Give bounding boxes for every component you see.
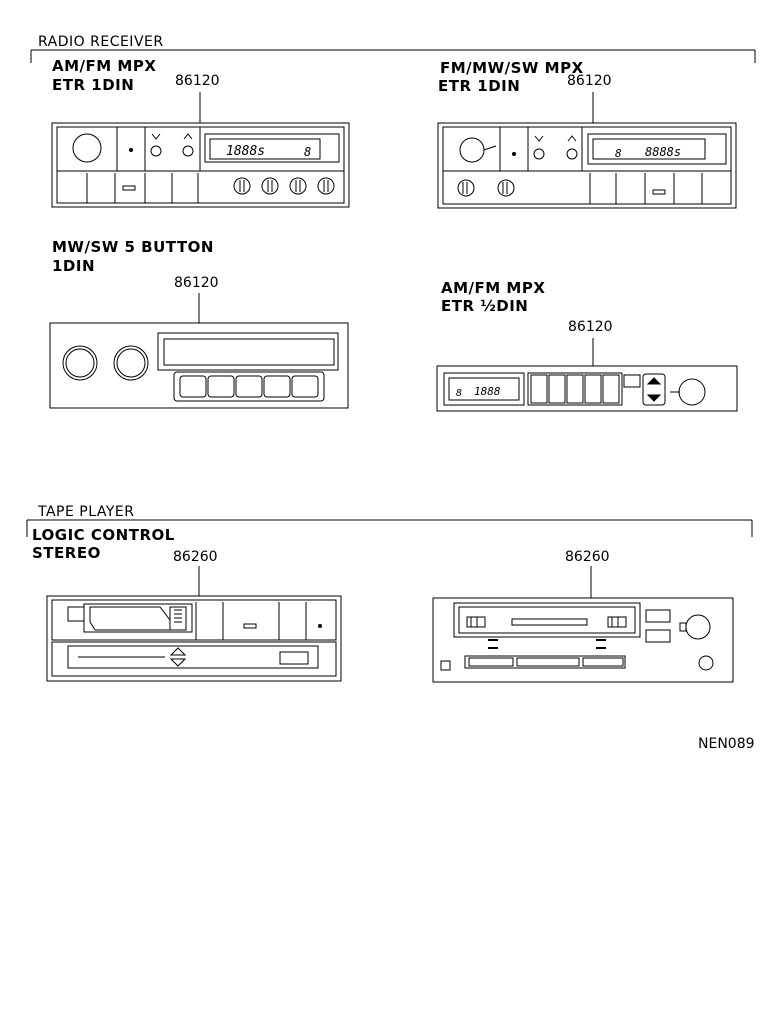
tape-1-unit — [46, 566, 342, 682]
radio-3-line1: MW/SW 5 BUTTON — [52, 238, 214, 256]
radio-1-part-number: 86120 — [175, 73, 220, 89]
radio-2-unit — [437, 92, 737, 209]
tape-1-line1: LOGIC CONTROL — [32, 526, 175, 544]
radio-3-line2: 1DIN — [52, 257, 96, 275]
radio-3-unit — [49, 293, 349, 409]
tape-1-part-number: 86260 — [173, 549, 218, 565]
section-title-radio: RADIO RECEIVER — [38, 34, 164, 50]
knob-icon — [459, 137, 497, 163]
section-title-tape: TAPE PLAYER — [38, 504, 135, 520]
radio-4-display-flag: 8 — [456, 388, 462, 399]
arrow-down-icon — [646, 394, 662, 402]
knob-icon — [62, 345, 98, 381]
arrow-up-icon — [567, 135, 577, 142]
arrow-down-icon — [534, 135, 544, 142]
radio-3-part-number: 86120 — [174, 275, 219, 291]
radio-section-bracket — [30, 49, 756, 63]
figure-code: NEN089 — [698, 736, 755, 752]
radio-2-part-number: 86120 — [567, 73, 612, 89]
tape-2-part-number: 86260 — [565, 549, 610, 565]
arrow-up-icon — [646, 377, 662, 385]
radio-2-display-flag: 8 — [615, 147, 622, 160]
radio-4-line1: AM/FM MPX — [441, 279, 546, 297]
radio-4-display: 1888 — [474, 385, 501, 398]
tape-1-line2: STEREO — [32, 544, 101, 562]
radio-2-line2: ETR 1DIN — [438, 77, 521, 95]
radio-4-unit — [436, 338, 738, 412]
arrow-up-icon — [183, 133, 193, 140]
tape-2-unit — [432, 566, 734, 683]
radio-4-part-number: 86120 — [568, 319, 613, 335]
knob-icon — [678, 378, 706, 406]
radio-1-line1: AM/FM MPX — [52, 57, 157, 75]
arrow-down-icon — [151, 133, 161, 140]
knob-icon — [113, 345, 149, 381]
radio-1-unit — [51, 92, 350, 208]
tape-section-bracket — [26, 519, 753, 537]
radio-1-display: 1888s — [226, 144, 265, 159]
radio-1-display-flag: 8 — [304, 145, 311, 159]
knob-icon — [72, 133, 102, 163]
radio-4-line2: ETR ½DIN — [441, 297, 529, 315]
radio-2-display: 8888s — [645, 145, 681, 159]
radio-2-line1: FM/MW/SW MPX — [440, 59, 584, 77]
radio-1-line2: ETR 1DIN — [52, 76, 135, 94]
eject-icon — [169, 647, 187, 667]
knob-icon — [679, 614, 711, 640]
